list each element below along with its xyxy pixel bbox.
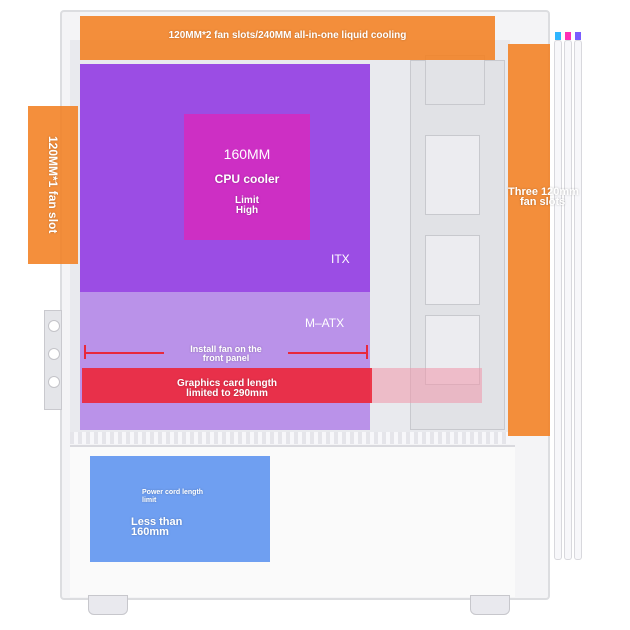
shroud-mesh	[70, 432, 510, 444]
front-fan-label-line1: Install fan on the	[190, 344, 262, 354]
front-fan-line-right	[288, 352, 368, 354]
psu-cord-label-line1: Power cord length	[142, 489, 204, 496]
rear-fan-zone	[28, 106, 78, 264]
rgb-accent-magenta	[565, 32, 571, 40]
rgb-accent-violet	[575, 32, 581, 40]
front-fans-label-line1: Three 120mm	[508, 186, 579, 198]
top-fan-zone	[80, 16, 495, 60]
front-fan-line-left	[84, 352, 164, 354]
slot-hole	[48, 376, 60, 388]
graphics-card-zone-extension	[372, 368, 482, 403]
rear-fan-label: 120MM*1 fan slot	[46, 135, 60, 234]
cpu-size-label: 160MM	[223, 146, 271, 162]
front-fan-label-line2: front panel	[202, 353, 250, 363]
psu-size-label-line1: Less than	[131, 516, 183, 528]
cpu-high-label: High	[235, 205, 259, 216]
top-fan-label: 120MM*2 fan slots/240MM all-in-one liqui…	[168, 30, 407, 41]
cpu-cooler-label: CPU cooler	[214, 172, 280, 186]
itx-label: ITX	[331, 252, 350, 266]
cpu-limit-label: Limit	[235, 195, 259, 206]
psu-cord-label-line2: limit	[142, 497, 157, 504]
slot-hole	[48, 348, 60, 360]
front-fans-label-line2: fan slots	[520, 196, 566, 208]
top-radiator-mount	[425, 55, 485, 105]
psu-zone	[90, 456, 270, 562]
case-foot-left	[88, 595, 128, 615]
front-panel-fin	[564, 40, 572, 560]
cpu-cooler-zone	[184, 114, 310, 240]
graphics-card-label-line2: limited to 290mm	[186, 388, 268, 399]
front-fan-tick-left	[84, 345, 86, 359]
front-panel-fin	[554, 40, 562, 560]
drive-bay-upper	[425, 135, 480, 215]
front-panel-fin	[574, 40, 582, 560]
slot-hole	[48, 320, 60, 332]
psu-size-label-line2: 160mm	[131, 526, 169, 538]
drive-bay-middle	[425, 235, 480, 305]
graphics-card-label-line1: Graphics card length	[176, 378, 278, 389]
case-foot-right	[470, 595, 510, 615]
matx-label: M–ATX	[305, 316, 345, 330]
rgb-accent-cyan	[555, 32, 561, 40]
front-fan-tick-right	[366, 345, 368, 359]
graphics-card-zone	[82, 368, 372, 403]
front-fans-zone	[508, 44, 550, 436]
motherboard-matx-zone	[80, 292, 370, 430]
